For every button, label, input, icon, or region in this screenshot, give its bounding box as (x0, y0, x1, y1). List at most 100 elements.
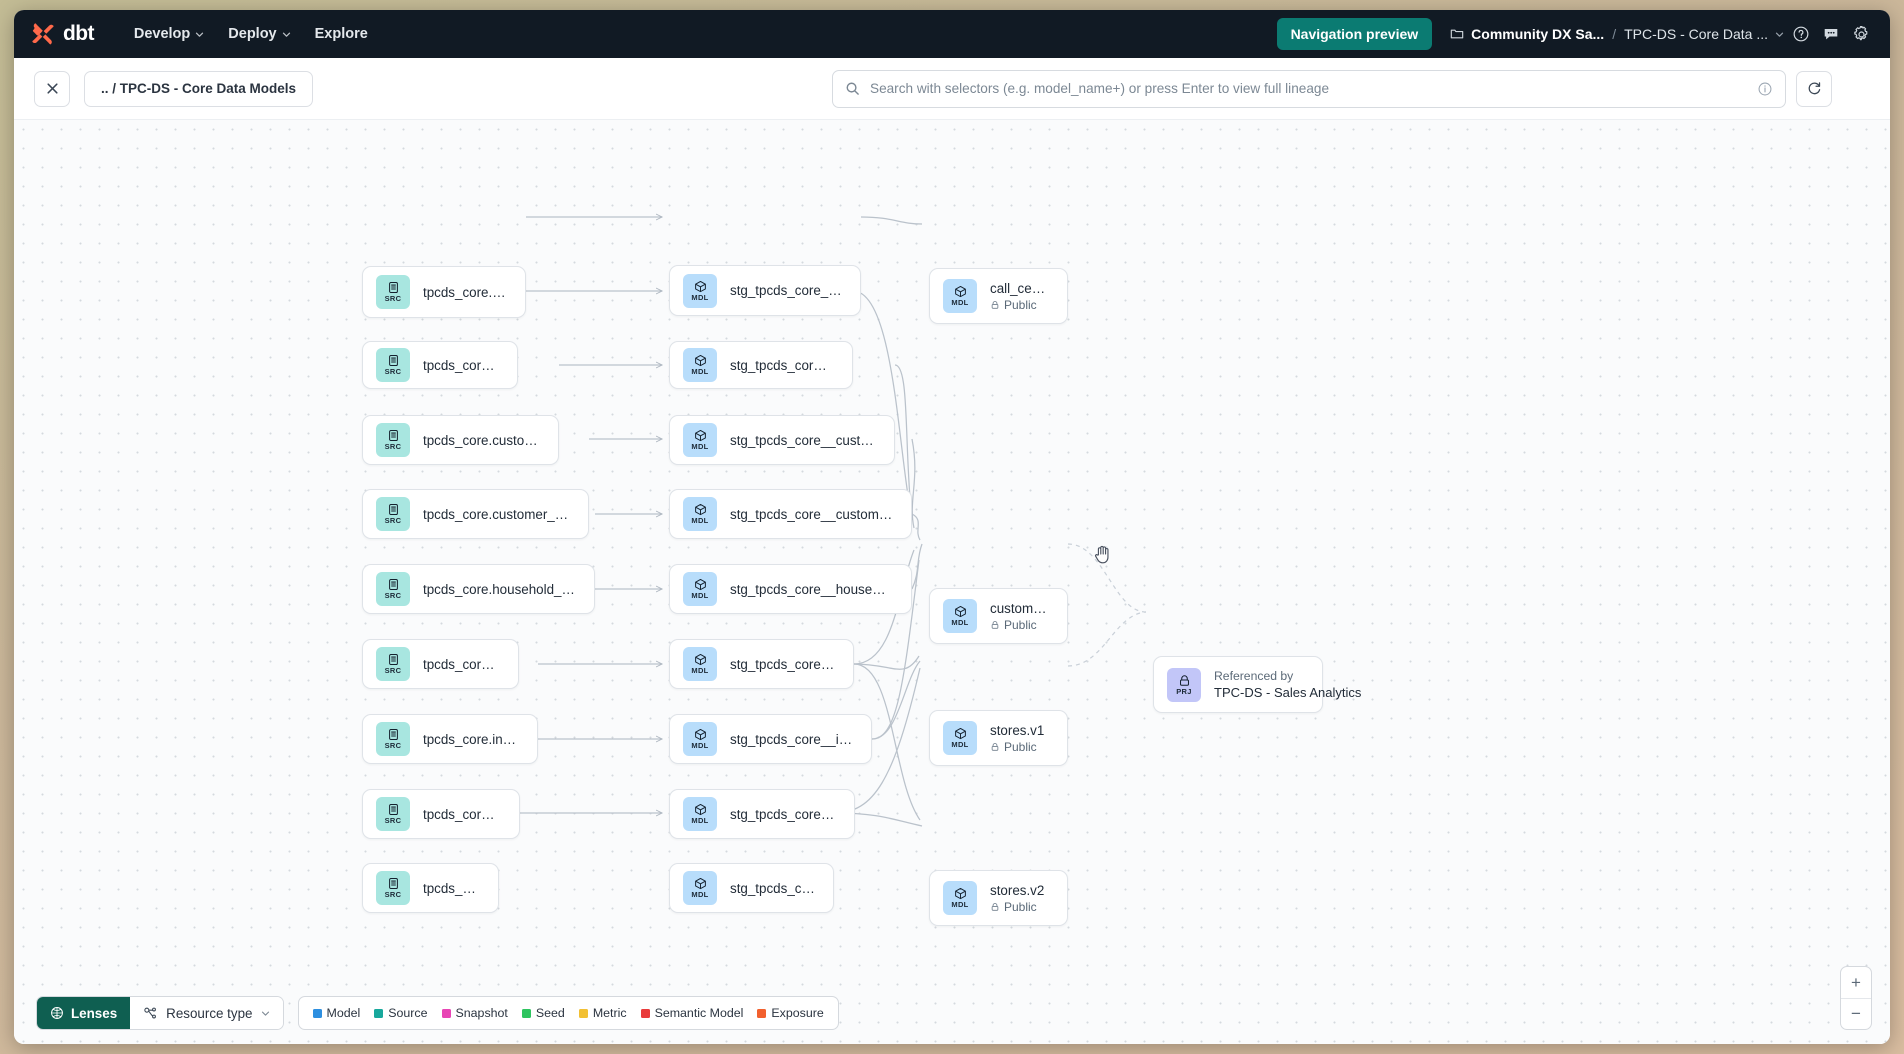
zoom-out-button[interactable]: − (1841, 998, 1871, 1029)
lineage-node-out_call_centers[interactable]: MDL call_centersPublic (929, 268, 1068, 324)
legend-swatch (312, 1008, 322, 1018)
node-title: stg_tpcds_core__income_band (730, 731, 853, 747)
badge-label: MDL (691, 516, 709, 525)
lineage-node-src_customer[interactable]: SRC tpcds_core.customer (362, 341, 518, 389)
nav-item-develop[interactable]: Develop (122, 20, 216, 48)
node-body: tpcds_core.household_demographics (423, 582, 576, 597)
lineage-breadcrumb-chip[interactable]: .. / TPC-DS - Core Data Models (84, 70, 314, 107)
legend-item-metric[interactable]: Metric (578, 1006, 627, 1020)
breadcrumb-environment[interactable]: TPC-DS - Core Data ... (1624, 26, 1784, 42)
node-title: call_centers (990, 280, 1049, 296)
badge-label: MDL (951, 298, 969, 307)
feedback-button[interactable] (1818, 21, 1844, 47)
zoom-in-button[interactable]: + (1851, 972, 1861, 992)
legend-item-source[interactable]: Source (374, 1006, 428, 1020)
legend-label: Seed (535, 1006, 565, 1020)
lock-icon (991, 300, 999, 309)
badge-label: MDL (691, 292, 709, 302)
badge-label: SRC (384, 591, 402, 600)
src-badge-icon: SRC (376, 722, 410, 756)
navigation-preview-button[interactable]: Navigation preview (1276, 18, 1433, 50)
lineage-node-src_hh_demo[interactable]: SRC tpcds_core.household_demographics (362, 564, 595, 614)
legend-label: Source (388, 1006, 428, 1020)
legend-swatch (521, 1008, 531, 1018)
mdl-badge-icon: MDL (683, 572, 717, 606)
resource-type-label: Resource type (166, 1005, 253, 1021)
lock-icon (991, 902, 999, 911)
legend-swatch (374, 1008, 384, 1018)
legend-item-snapshot[interactable]: Snapshot (441, 1006, 508, 1020)
lineage-node-mdl_hh_demo[interactable]: MDLstg_tpcds_core__household_demogr… (669, 564, 912, 614)
legend-item-semantic-model[interactable]: Semantic Model (640, 1006, 743, 1020)
src-badge-icon: SRC (376, 647, 410, 681)
zoom-controls: + − (1840, 966, 1872, 1030)
node-title: tpcds_core.inventory (423, 806, 501, 822)
nodes-icon (144, 1007, 157, 1018)
node-title: tpcds_core.customer (423, 357, 499, 373)
node-body: tpcds_core.customer (423, 358, 499, 373)
grab-hand-cursor (1094, 545, 1109, 564)
mdl-badge-icon: MDL (683, 797, 717, 831)
legend-item-model[interactable]: Model (312, 1006, 360, 1020)
node-body: tpcds_core.customer_demographics (423, 507, 570, 522)
nav-item-explore[interactable]: Explore (303, 20, 380, 48)
search-input[interactable]: Search with selectors (e.g. model_name+)… (832, 69, 1786, 108)
resource-type-dropdown[interactable]: Resource type (130, 997, 283, 1029)
node-body: call_centersPublic (990, 281, 1049, 312)
lenses-button[interactable]: Lenses (37, 997, 131, 1029)
mdl-badge-icon: MDL (683, 497, 717, 531)
legend-swatch (640, 1008, 650, 1018)
breadcrumb-project[interactable]: Community DX Sa... (1450, 26, 1604, 42)
node-title: stg_tpcds_core__customer_address (730, 432, 876, 448)
node-body: stg_tpcds_core__call_center (730, 283, 842, 298)
help-button[interactable] (1788, 21, 1814, 47)
lineage-canvas[interactable]: SRCtpcds_core.call_centerSRCtpcds_core.c… (14, 120, 1890, 1044)
badge-label: MDL (691, 816, 709, 825)
lineage-node-mdl_call_center[interactable]: MDL stg_tpcds_core__call_center (669, 265, 861, 316)
settings-button[interactable] (1848, 21, 1874, 47)
nav-item-deploy[interactable]: Deploy (216, 20, 302, 48)
info-circle-icon[interactable] (1757, 81, 1773, 97)
src-badge-icon: SRC (376, 572, 410, 606)
mdl-badge-icon: MDL (683, 871, 717, 905)
legend-item-exposure[interactable]: Exposure (757, 1006, 824, 1020)
node-body: stg_tpcds_core__date_dim (730, 657, 835, 672)
lens-controls: Lenses Resource type (36, 996, 284, 1030)
node-access: Public (990, 618, 1049, 632)
lineage-node-mdl_cust_demo[interactable]: MDL stg_tpcds_core__customer_demogra… (669, 489, 912, 539)
node-access-label: Public (1004, 899, 1037, 914)
lock-icon (991, 620, 999, 629)
legend-swatch (441, 1008, 451, 1018)
src-badge-icon: SRC (376, 871, 410, 905)
node-title: tpcds_core.household_demographics (423, 581, 576, 597)
node-access: Public (990, 298, 1049, 312)
legend-item-seed[interactable]: Seed (521, 1006, 565, 1020)
mdl-badge-icon: MDL (943, 721, 977, 755)
refresh-button[interactable] (1796, 70, 1832, 107)
dbt-logo[interactable]: dbt (30, 21, 94, 47)
src-badge-icon: SRC (376, 348, 410, 382)
close-lineage-button[interactable] (34, 70, 70, 107)
chevron-down-icon (1775, 32, 1784, 37)
node-title: stg_tpcds_core__customer_demogra… (730, 506, 893, 522)
browser-window: dbt Develop Deploy Explore Navigation pr… (14, 10, 1890, 1044)
